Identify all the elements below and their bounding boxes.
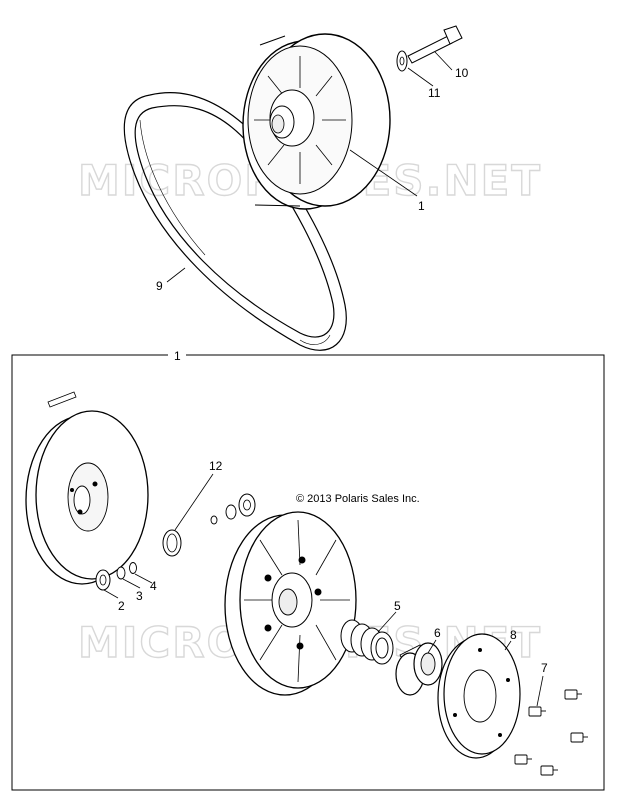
stationary-sheave [25, 410, 149, 585]
leader-lines-top [166, 51, 453, 283]
callout-1-top: 1 [418, 199, 425, 213]
callout-1-box: 1 [174, 349, 181, 363]
callout-12: 12 [209, 459, 223, 473]
callout-8: 8 [510, 628, 517, 642]
callout-2: 2 [118, 599, 125, 613]
movable-sheave [224, 511, 357, 696]
bolt-and-washer [396, 25, 463, 72]
callout-11: 11 [428, 86, 441, 100]
leader-lines-box [103, 473, 544, 707]
callout-6: 6 [434, 626, 441, 640]
callout-5: 5 [394, 599, 401, 613]
helix-cam [395, 642, 443, 696]
callout-7: 7 [541, 661, 548, 675]
clutch-spring [340, 619, 394, 665]
key-pin [47, 391, 77, 408]
cover-screws [514, 689, 588, 776]
bearing-stack-upper [210, 493, 256, 525]
cover-plate [437, 633, 521, 759]
callout-9: 9 [156, 279, 163, 293]
callout-10: 10 [455, 66, 469, 80]
secondary-clutch-assembly [242, 33, 391, 210]
spacer-ring [162, 529, 182, 557]
exploded-view-frame [11, 354, 605, 791]
callout-4: 4 [150, 579, 157, 593]
bearing-and-washers-lower [95, 562, 137, 591]
copyright-notice: © 2013 Polaris Sales Inc. [296, 493, 420, 505]
callout-3: 3 [136, 589, 143, 603]
